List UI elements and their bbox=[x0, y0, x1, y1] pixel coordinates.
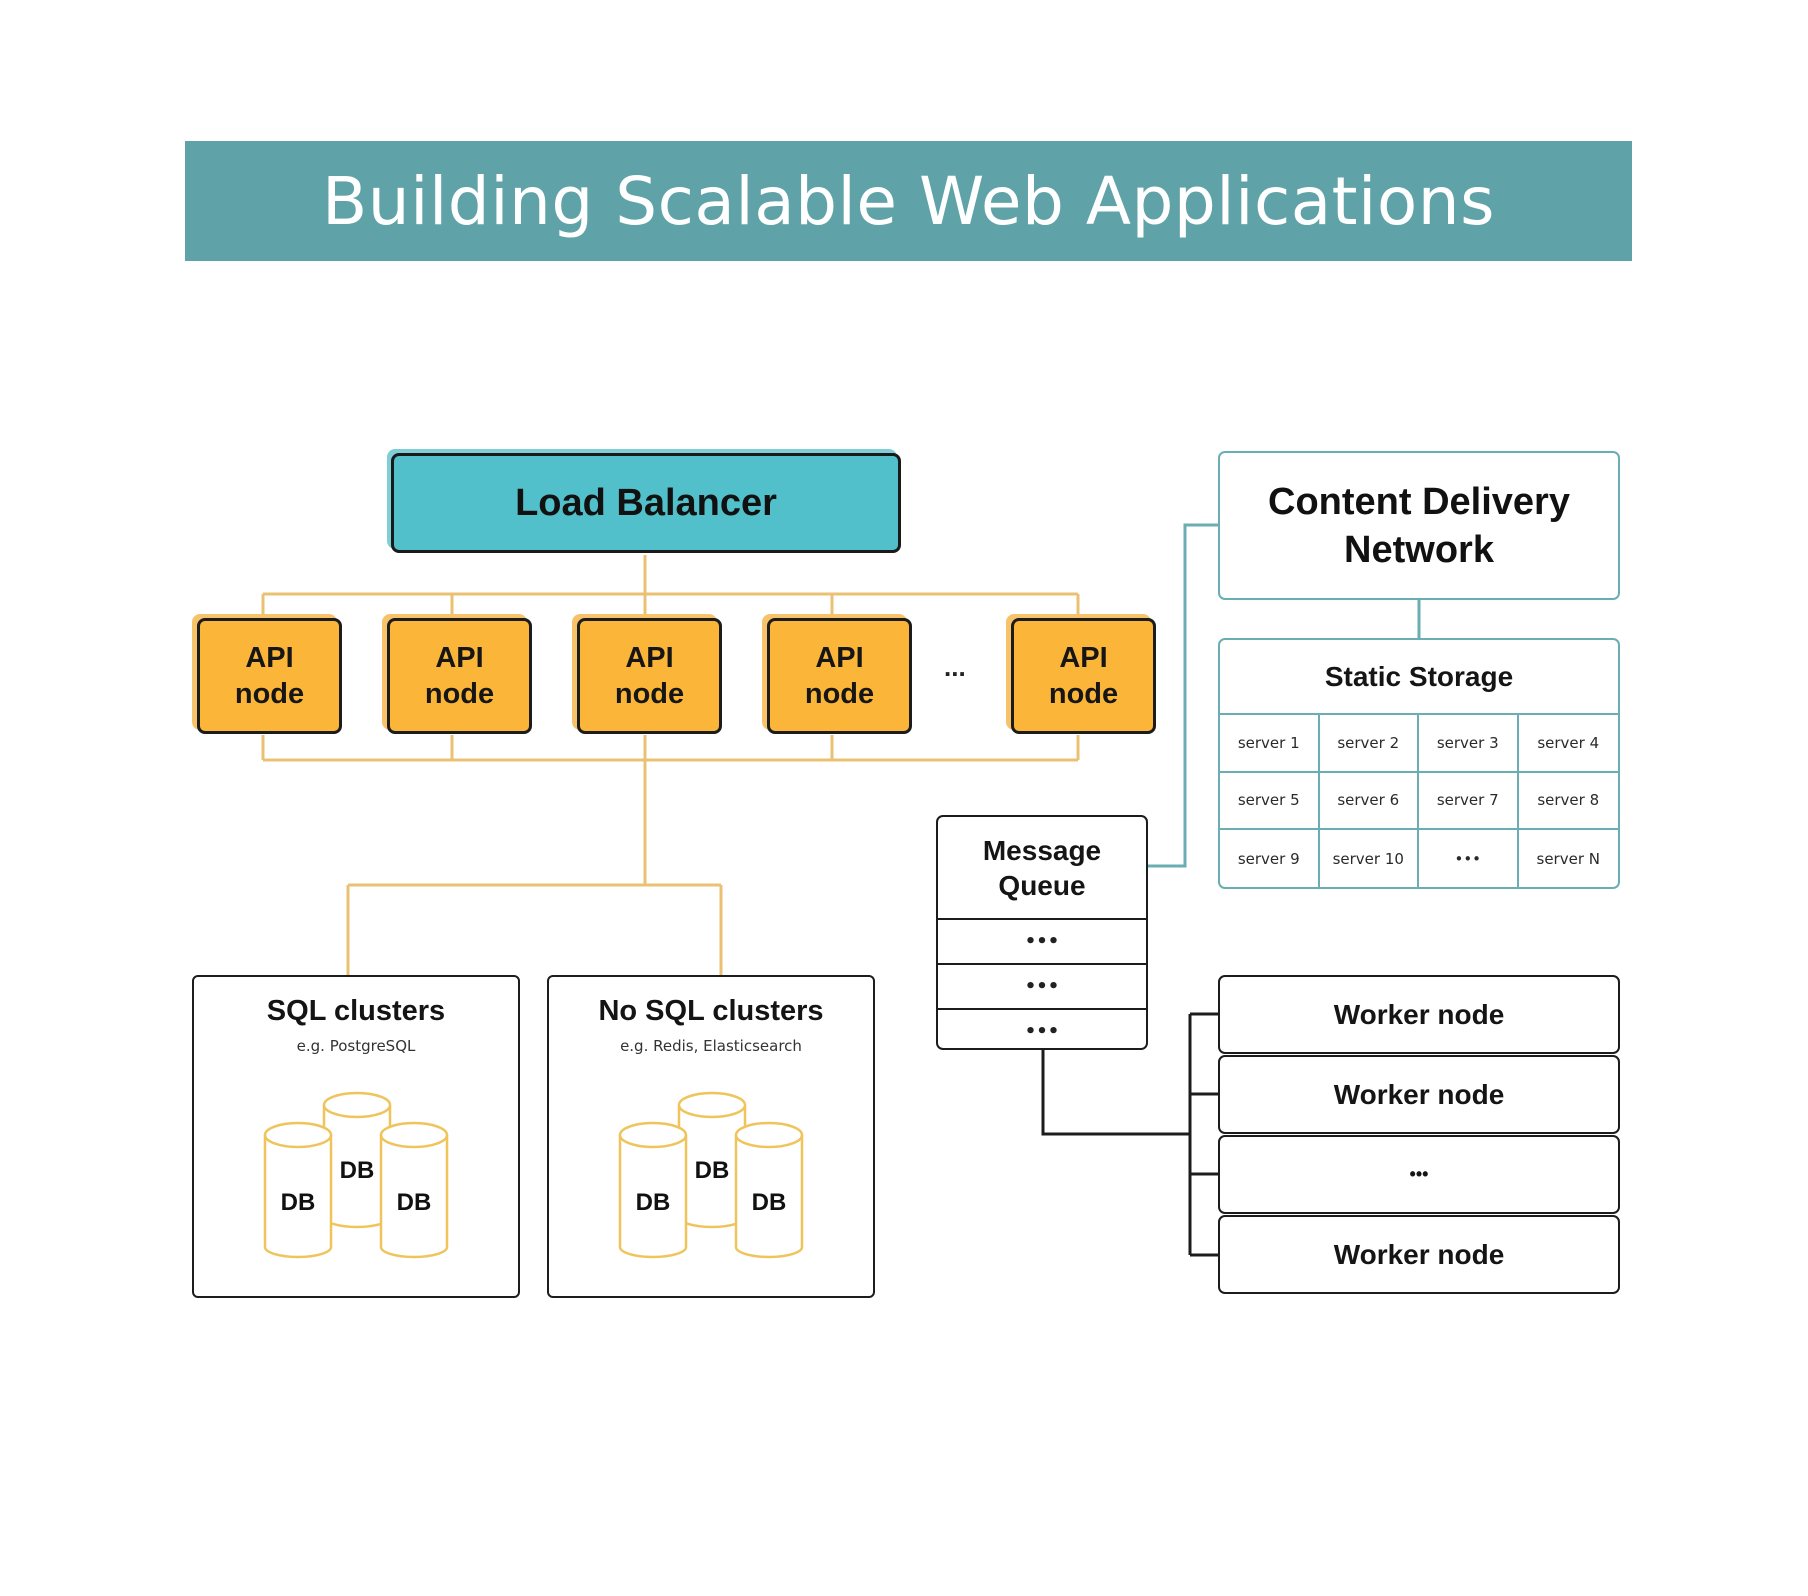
queue-slot: ••• bbox=[938, 965, 1146, 1010]
mq-to-workers-connector bbox=[1041, 1050, 1190, 1136]
message-queue-label: Queue bbox=[998, 869, 1086, 901]
server-cell[interactable]: server 3 bbox=[1419, 715, 1519, 773]
nosql-cluster[interactable]: No SQL clusters e.g. Redis, Elasticsearc… bbox=[547, 975, 875, 1298]
lb-to-api-connector bbox=[261, 555, 1080, 626]
cdn-node[interactable]: Content Delivery Network bbox=[1218, 451, 1620, 600]
database-icon bbox=[379, 1121, 449, 1259]
server-cell[interactable]: server 10 bbox=[1320, 830, 1419, 887]
database-label: DB bbox=[340, 1157, 375, 1184]
server-cell[interactable]: server 5 bbox=[1220, 772, 1320, 831]
server-ellipsis: ••• bbox=[1419, 830, 1519, 887]
api-node-label: API bbox=[245, 642, 294, 674]
api-node-label: API bbox=[1059, 642, 1108, 674]
database-label: DB bbox=[397, 1189, 432, 1216]
api-node-label: API bbox=[815, 642, 864, 674]
server-cell[interactable]: server 9 bbox=[1220, 830, 1320, 887]
database-label: DB bbox=[636, 1189, 671, 1216]
api-node[interactable]: API node bbox=[767, 618, 912, 734]
sql-cluster-title: SQL clusters bbox=[266, 995, 446, 1027]
database-icon bbox=[618, 1121, 688, 1259]
queue-slot: ••• bbox=[938, 920, 1146, 965]
static-storage-title: Static Storage bbox=[1220, 640, 1618, 715]
database-label: DB bbox=[752, 1189, 787, 1216]
database-label: DB bbox=[695, 1157, 730, 1184]
message-queue-label: Message bbox=[982, 834, 1102, 866]
api-node[interactable]: API node bbox=[387, 618, 532, 734]
worker-node-label: Worker node bbox=[1333, 1078, 1505, 1110]
worker-bracket bbox=[1188, 1012, 1218, 1257]
database-cylinders: DB DB DB bbox=[618, 1091, 804, 1259]
api-node-label: node bbox=[234, 678, 305, 710]
nosql-cluster-subtitle: e.g. Redis, Elasticsearch bbox=[620, 1037, 802, 1055]
page-title: Building Scalable Web Applications bbox=[322, 162, 1495, 240]
database-icon bbox=[677, 1091, 747, 1229]
api-node[interactable]: API node bbox=[1011, 618, 1156, 734]
worker-node-label: Worker node bbox=[1333, 998, 1505, 1030]
server-cell[interactable]: server 7 bbox=[1419, 772, 1519, 831]
server-grid: server 1 server 2 server 3 server 4 serv… bbox=[1220, 715, 1618, 887]
api-bus-bottom bbox=[261, 735, 1080, 762]
title-banner: Building Scalable Web Applications bbox=[185, 141, 1632, 261]
mq-to-cdn-connector bbox=[1148, 523, 1218, 868]
worker-node[interactable]: Worker node bbox=[1218, 1055, 1620, 1134]
api-nodes-ellipsis: ... bbox=[944, 652, 966, 682]
static-storage[interactable]: Static Storage server 1 server 2 server … bbox=[1218, 638, 1620, 889]
database-label: DB bbox=[281, 1189, 316, 1216]
cdn-label: Network bbox=[1344, 528, 1494, 571]
queue-slot: ••• bbox=[1024, 1021, 1060, 1042]
message-queue[interactable]: Message Queue ••• ••• ••• bbox=[936, 815, 1148, 1050]
worker-node[interactable]: Worker node bbox=[1218, 975, 1620, 1054]
worker-node[interactable]: Worker node bbox=[1218, 1215, 1620, 1294]
server-cell[interactable]: server 6 bbox=[1319, 772, 1419, 831]
server-cell[interactable]: server 8 bbox=[1518, 773, 1618, 831]
database-icon bbox=[263, 1121, 333, 1259]
nosql-cluster-title: No SQL clusters bbox=[598, 995, 824, 1027]
worker-node-label: ••• bbox=[1409, 1164, 1429, 1184]
api-node-label: node bbox=[1048, 678, 1119, 710]
api-node[interactable]: API node bbox=[197, 618, 342, 734]
server-cell[interactable]: server 1 bbox=[1220, 715, 1320, 773]
worker-node-label: Worker node bbox=[1333, 1238, 1505, 1270]
api-node-label: node bbox=[614, 678, 685, 710]
api-node-label: API bbox=[625, 642, 674, 674]
server-cell[interactable]: server 2 bbox=[1319, 715, 1419, 773]
server-cell[interactable]: server 4 bbox=[1518, 715, 1618, 773]
api-node-label: node bbox=[424, 678, 495, 710]
api-node-label: node bbox=[804, 678, 875, 710]
cdn-label: Content Delivery bbox=[1268, 480, 1570, 523]
sql-cluster[interactable]: SQL clusters e.g. PostgreSQL DB DB DB bbox=[192, 975, 520, 1298]
database-icon bbox=[734, 1121, 804, 1259]
message-queue-header: Message Queue bbox=[938, 817, 1146, 920]
load-balancer-node[interactable]: Load Balancer bbox=[391, 453, 901, 553]
api-node-label: API bbox=[435, 642, 484, 674]
api-to-db-connector bbox=[346, 760, 723, 975]
server-cell[interactable]: server N bbox=[1536, 850, 1600, 869]
sql-cluster-subtitle: e.g. PostgreSQL bbox=[296, 1037, 416, 1055]
api-node[interactable]: API node bbox=[577, 618, 722, 734]
load-balancer-label: Load Balancer bbox=[515, 481, 777, 524]
worker-node-ellipsis: ••• bbox=[1218, 1135, 1620, 1214]
database-cylinders: DB DB DB bbox=[263, 1091, 449, 1259]
